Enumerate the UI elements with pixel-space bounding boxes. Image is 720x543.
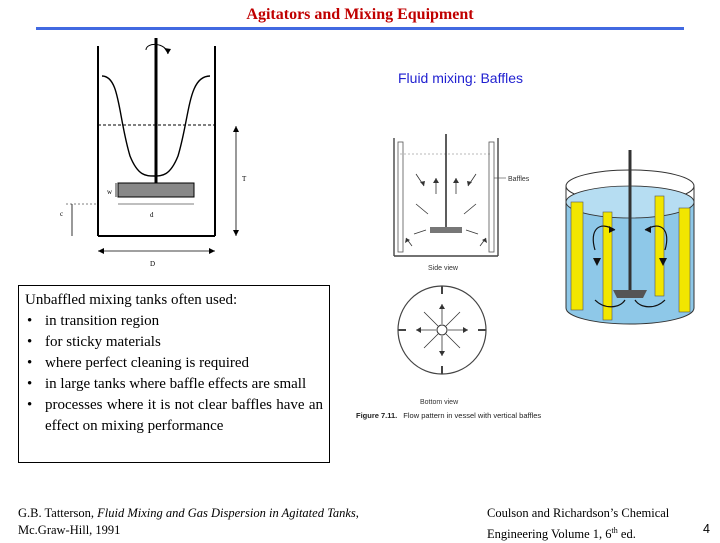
label-c: c bbox=[60, 210, 63, 218]
slide-subtitle: Fluid mixing: Baffles bbox=[398, 70, 524, 86]
baffled-tank-illustration bbox=[565, 150, 695, 325]
citation-line-1: Coulson and Richardson’s Chemical bbox=[487, 506, 670, 520]
title-underline bbox=[36, 27, 684, 30]
uses-list: in transition region for sticky material… bbox=[25, 311, 323, 437]
list-item: for sticky materials bbox=[25, 332, 323, 353]
list-item: processes where it is not clear baffles … bbox=[25, 395, 323, 437]
tank-impeller bbox=[613, 290, 647, 298]
slide-title: Agitators and Mixing Equipment bbox=[246, 6, 474, 23]
citation-book-title: Fluid Mixing and Gas Dispersion in Agita… bbox=[97, 506, 356, 520]
citation-author: G.B. Tatterson, bbox=[18, 506, 98, 520]
citation-superscript: th bbox=[611, 526, 618, 535]
impeller-blade bbox=[117, 182, 195, 198]
page-number: 4 bbox=[703, 522, 710, 536]
caption-text: Flow pattern in vessel with vertical baf… bbox=[403, 411, 542, 420]
baffle-right bbox=[678, 207, 691, 313]
list-item: in transition region bbox=[25, 311, 323, 332]
side-view-vessel: Baffles Side view bbox=[393, 134, 530, 272]
baffle-back bbox=[654, 195, 665, 297]
label-side-view: Side view bbox=[428, 265, 459, 272]
citation-tatterson: G.B. Tatterson, Fluid Mixing and Gas Dis… bbox=[18, 505, 359, 539]
citation-volume: Engineering Volume 1, 6 bbox=[487, 527, 612, 542]
unbaffled-uses-box: Unbaffled mixing tanks often used: in tr… bbox=[18, 285, 330, 463]
label-d: d bbox=[150, 211, 154, 219]
label-bottom-view: Bottom view bbox=[420, 399, 459, 406]
baffle-left bbox=[570, 201, 584, 311]
bottom-view-vessel: Bottom view bbox=[397, 285, 487, 406]
citation-publisher: Mc.Graw-Hill, 1991 bbox=[18, 523, 121, 537]
baffle-flow-figure: Baffles Side view Bottom view bbox=[393, 134, 530, 406]
vortex-surface bbox=[101, 75, 211, 177]
baffle-front bbox=[602, 211, 613, 321]
list-item: in large tanks where baffle effects are … bbox=[25, 374, 323, 395]
label-T: T bbox=[242, 175, 247, 183]
figure-caption: Figure 7.11. Flow pattern in vessel with … bbox=[356, 411, 541, 420]
textbox-heading: Unbaffled mixing tanks often used: bbox=[25, 292, 238, 308]
list-item: where perfect cleaning is required bbox=[25, 353, 323, 374]
citation-punct: , bbox=[355, 506, 359, 520]
citation-edition: ed. bbox=[617, 527, 636, 542]
citation-coulson: Coulson and Richardson’s Chemical Engine… bbox=[487, 505, 669, 543]
unbaffled-tank-diagram: w c d T D bbox=[60, 38, 247, 268]
label-baffles: Baffles bbox=[508, 176, 530, 183]
caption-number: Figure 7.11. bbox=[356, 411, 398, 420]
label-D: D bbox=[150, 260, 155, 268]
label-w: w bbox=[107, 188, 113, 196]
